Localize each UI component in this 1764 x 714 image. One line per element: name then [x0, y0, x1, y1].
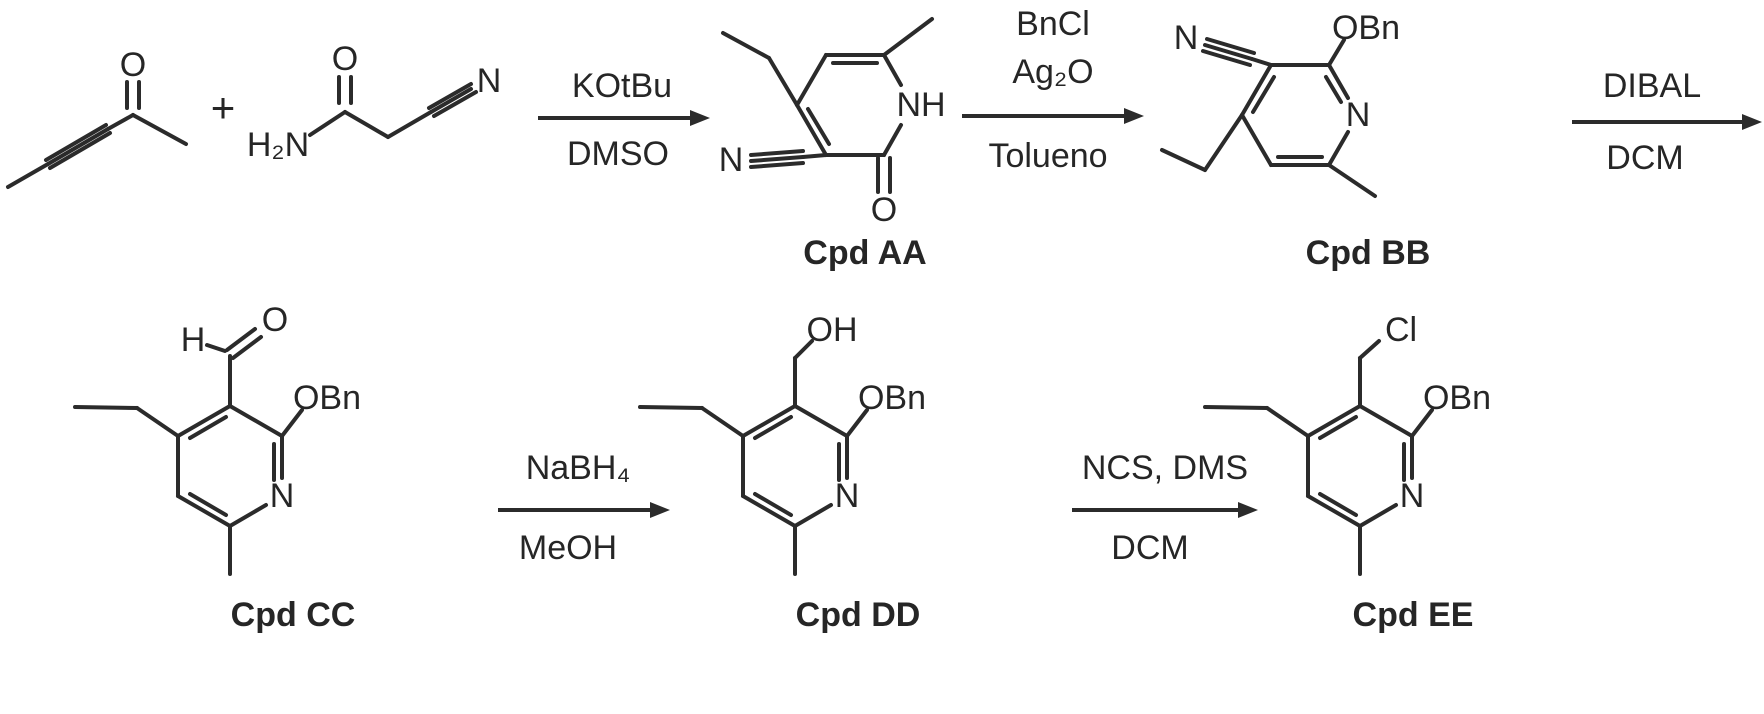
cpd-aa-structure: NH O N	[719, 17, 946, 229]
cpd-ee-label: Cpd EE	[1352, 596, 1474, 634]
cpd-ee-structure: Cl OBn N	[1203, 311, 1491, 576]
reaction-arrow-step4	[498, 502, 670, 518]
reaction-arrow-step3	[1572, 114, 1762, 130]
cpd-aa-label: Cpd AA	[803, 234, 927, 272]
cpd-dd-bonds	[638, 339, 869, 576]
reagent-step4-below: MeOH	[518, 529, 618, 567]
cpd-bb-structure: N OBn N	[1160, 9, 1400, 198]
cpd-dd-structure: OH OBn N	[638, 311, 926, 576]
reagent-step2-above-2: Ag₂O	[1012, 53, 1094, 91]
alkynone-bonds	[6, 80, 188, 189]
reaction-arrow-step1	[538, 110, 710, 126]
chlorine-label: Cl	[1385, 311, 1417, 349]
reagent-step1-above: KOtBu	[571, 67, 673, 105]
cpd-bb-label: Cpd BB	[1305, 234, 1431, 272]
reagent-step5-below: DCM	[1111, 529, 1189, 567]
ring-nitrogen-label: N	[1346, 96, 1371, 134]
nitrile-nitrogen-label: N	[477, 62, 502, 100]
cpd-cc-label: Cpd CC	[230, 596, 356, 634]
plus-sign: +	[210, 84, 236, 131]
ring-nitrogen-label: N	[835, 477, 860, 515]
alkynone-structure: O	[6, 46, 188, 189]
nitrile-nitrogen-label: N	[719, 141, 744, 179]
reagent-step2-above-1: BnCl	[1016, 5, 1090, 43]
ring-nitrogen-label: N	[270, 477, 295, 515]
cpd-dd-label: Cpd DD	[795, 596, 921, 634]
reagent-step3-below: DCM	[1606, 139, 1684, 177]
ring-nitrogen-label: N	[1400, 477, 1425, 515]
reagent-step2-below: Tolueno	[988, 137, 1108, 175]
carbonyl-oxygen-label: O	[871, 191, 897, 229]
cyanoacetamide-bonds	[308, 75, 478, 139]
cyanoacetamide-structure: H₂N O N	[247, 40, 502, 164]
reagent-step4-above: NaBH₄	[525, 449, 631, 487]
benzyloxy-label: OBn	[293, 379, 361, 417]
oxygen-atom-label: O	[332, 40, 358, 78]
benzyloxy-label: OBn	[1423, 379, 1491, 417]
benzyloxy-label: OBn	[858, 379, 926, 417]
cpd-aa-bonds	[721, 17, 934, 194]
benzyloxy-label: OBn	[1332, 9, 1400, 47]
reaction-arrow-step2	[962, 108, 1144, 124]
reaction-arrow-step5	[1072, 502, 1258, 518]
cpd-cc-structure: H O OBn N	[73, 301, 361, 576]
reagent-step1-below: DMSO	[567, 135, 669, 173]
reagent-step3-above: DIBAL	[1602, 67, 1702, 105]
reagent-step5-above: NCS, DMS	[1081, 449, 1249, 487]
aldehyde-hydrogen-label: H	[181, 321, 206, 359]
aldehyde-oxygen-label: O	[262, 301, 288, 339]
nitrile-nitrogen-label: N	[1174, 19, 1199, 57]
hydroxyl-label: OH	[807, 311, 858, 349]
amine-atom-label: H₂N	[247, 126, 309, 164]
cpd-ee-bonds	[1203, 339, 1434, 576]
ring-nh-label: NH	[896, 86, 945, 124]
cpd-cc-bonds	[73, 327, 304, 576]
cpd-bb-bonds	[1160, 37, 1377, 198]
oxygen-atom-label: O	[120, 46, 146, 84]
